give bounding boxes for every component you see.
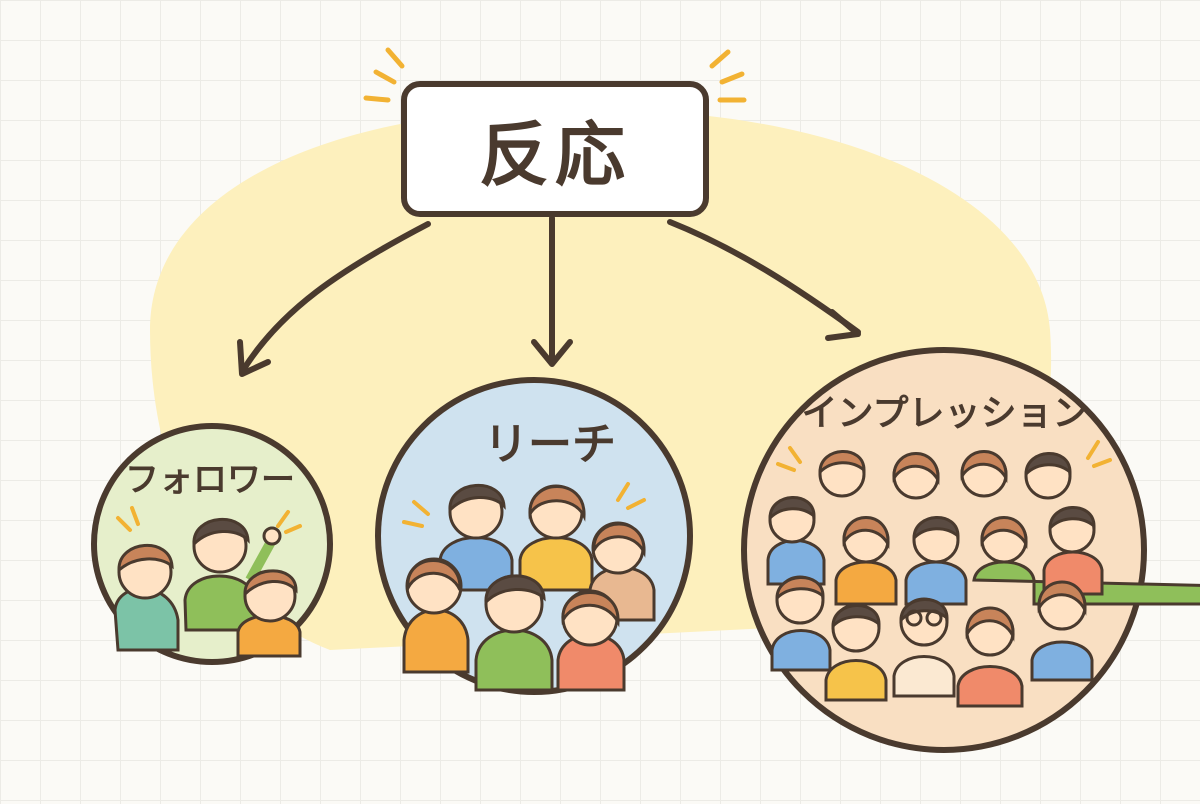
impression-people	[766, 450, 1200, 708]
follower-people	[113, 517, 302, 658]
hub-label: 反応	[479, 113, 631, 196]
arrow-to-impression-head	[825, 309, 861, 341]
reach-sparkles	[402, 482, 646, 528]
arrow-to-reach-head	[531, 339, 573, 367]
follower-label: フォロワー	[125, 460, 295, 500]
reach-people	[402, 483, 656, 692]
hub-box	[401, 81, 709, 217]
arrow-to-follower-head	[237, 339, 271, 377]
arrows	[237, 215, 861, 377]
follower-circle	[91, 423, 333, 665]
impression-circle	[741, 347, 1200, 753]
impression-sparkles	[776, 440, 1112, 472]
impression-label: インプレッション	[801, 393, 1089, 434]
hub-sparkles	[363, 47, 747, 103]
arrow-to-follower	[239, 221, 431, 375]
reach-label: リーチ	[484, 419, 616, 470]
reach-circle	[375, 377, 693, 695]
follower-sparkles	[116, 506, 302, 534]
